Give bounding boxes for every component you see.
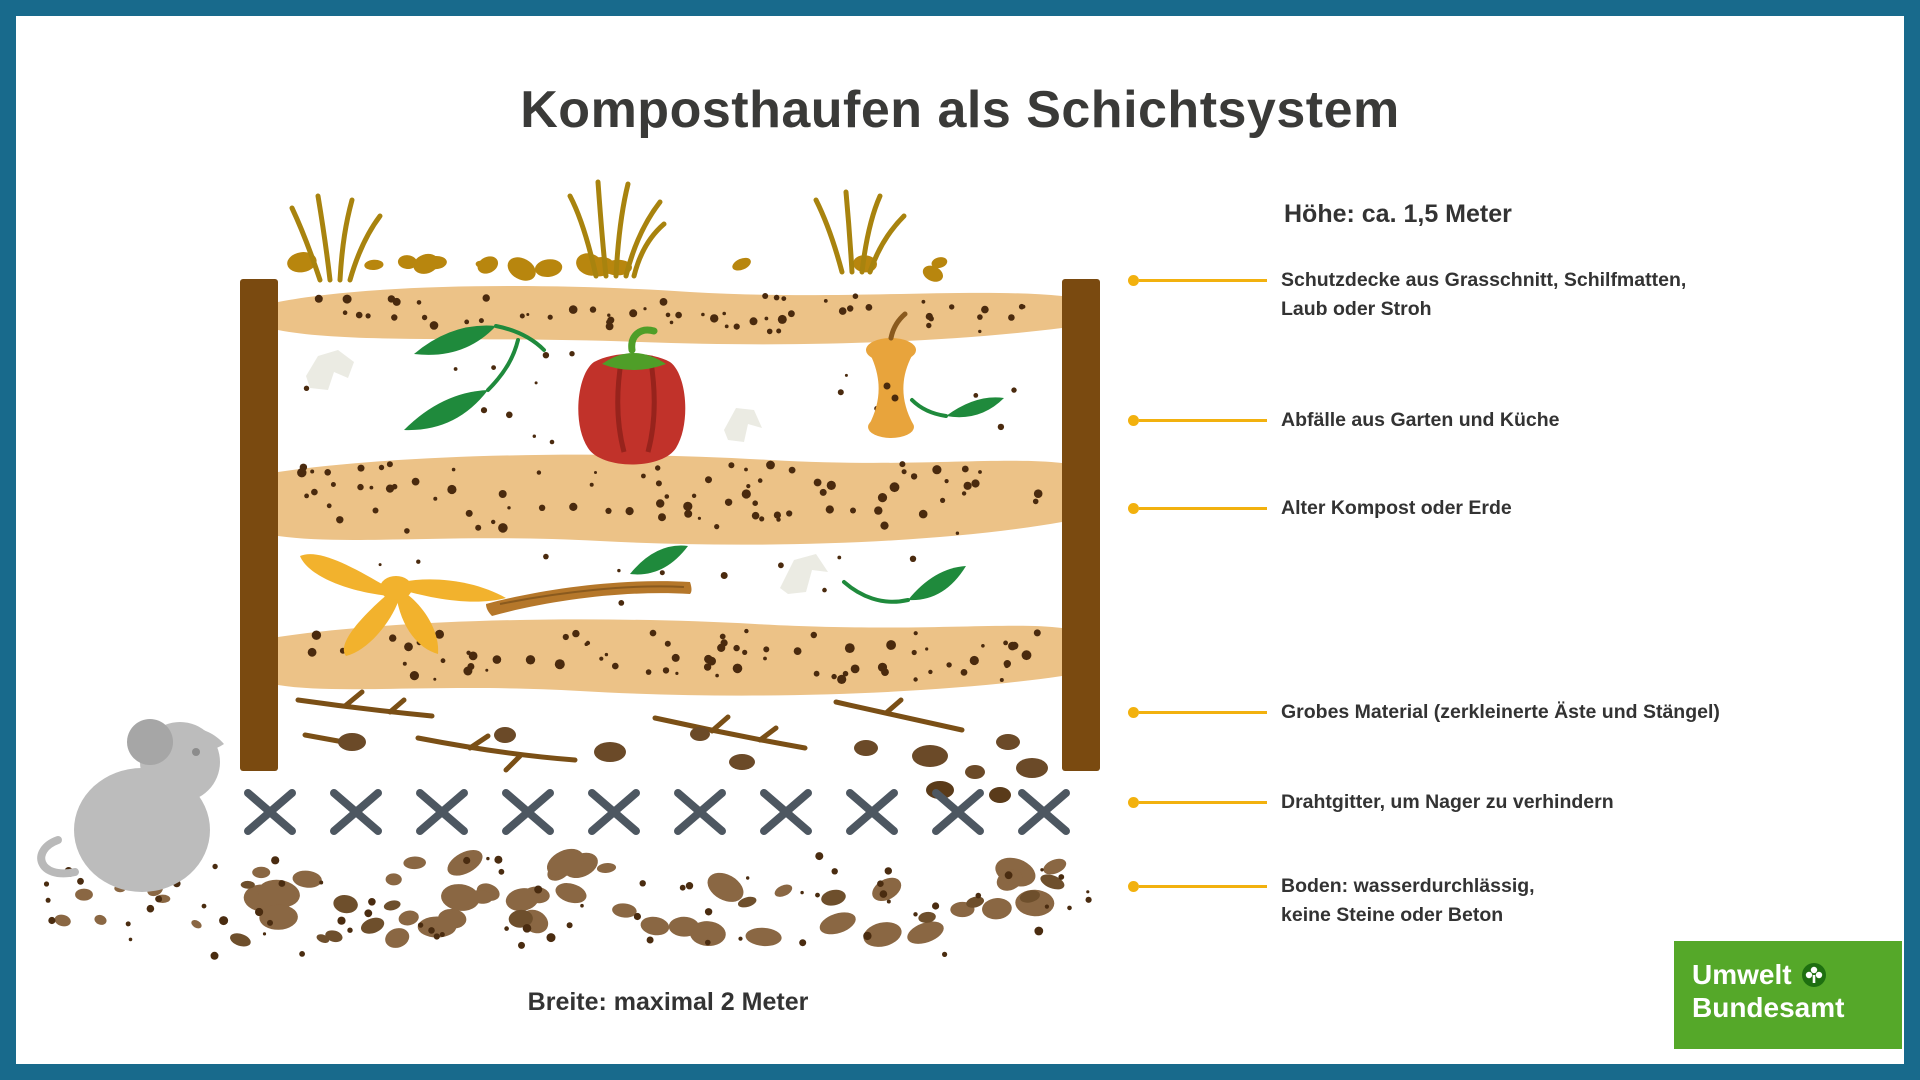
speckles-layer3 [307, 628, 1041, 685]
compost-layers-illustration [278, 286, 1062, 696]
label-text: Boden: wasserdurchlässig, keine Steine o… [1281, 875, 1535, 926]
logo-leaf-icon [1801, 962, 1826, 987]
connector-dot [1128, 707, 1139, 718]
label-text: Schutzdecke aus Grasschnitt, Schilfmatte… [1281, 269, 1687, 320]
connector-line [1139, 419, 1267, 422]
speckles-layer2 [297, 460, 1043, 535]
page-title: Komposthaufen als Schichtsystem [520, 81, 1400, 139]
wood-post-left [240, 279, 278, 771]
connector-line [1139, 885, 1267, 888]
connector-line [1139, 279, 1267, 282]
soil-stones-illustration [243, 848, 1067, 948]
wood-post-right [1062, 279, 1100, 771]
label-text: Grobes Material (zerkleinerte Äste und S… [1281, 701, 1720, 723]
umweltbundesamt-logo: Umwelt Bundesamt [1674, 941, 1902, 1049]
connector-dot [1128, 503, 1139, 514]
label-abfaelle: Abfälle aus Garten und Küche [1128, 406, 1559, 435]
width-note: Breite: maximal 2 Meter [527, 988, 809, 1016]
connector-dot [1128, 275, 1139, 286]
label-text: Abfälle aus Garten und Küche [1281, 409, 1560, 431]
connector-dot [1128, 881, 1139, 892]
leaves-illustration [404, 325, 1004, 601]
label-text: Alter Kompost oder Erde [1281, 497, 1512, 519]
apple-core-illustration [866, 311, 916, 438]
logo-line2: Bundesamt [1692, 992, 1845, 1023]
eggshell-illustration [306, 350, 828, 594]
label-grobes-material: Grobes Material (zerkleinerte Äste und S… [1128, 698, 1720, 727]
logo-line1: Umwelt [1692, 959, 1792, 990]
pepper-illustration [578, 326, 686, 465]
soil-dots-illustration [210, 852, 1092, 960]
label-schutzdecke: Schutzdecke aus Grasschnitt, Schilfmatte… [1128, 266, 1686, 324]
height-note: Höhe: ca. 1,5 Meter [1284, 200, 1512, 228]
connector-dot [1128, 415, 1139, 426]
mouse-illustration [37, 719, 224, 892]
wood-posts-illustration [240, 279, 1100, 771]
connector-line [1139, 711, 1267, 714]
twig-stones-illustration [338, 727, 1048, 803]
label-alter-kompost: Alter Kompost oder Erde [1128, 494, 1512, 523]
speckles-layer1 [314, 293, 1026, 335]
wire-grid-illustration [244, 789, 1070, 835]
label-text: Drahtgitter, um Nager zu verhindern [1281, 791, 1614, 813]
label-drahtgitter: Drahtgitter, um Nager zu verhindern [1128, 788, 1614, 817]
banana-peel-illustration [300, 554, 506, 656]
connector-line [1139, 801, 1267, 804]
grass-tufts-illustration [289, 179, 907, 283]
stick-illustration [486, 581, 692, 616]
connector-line [1139, 507, 1267, 510]
twigs-illustration [295, 689, 965, 773]
connector-dot [1128, 797, 1139, 808]
leaf-stems-illustration [486, 324, 948, 604]
label-boden: Boden: wasserdurchlässig, keine Steine o… [1128, 872, 1535, 930]
soil-stones-dark-illustration [230, 874, 1065, 947]
